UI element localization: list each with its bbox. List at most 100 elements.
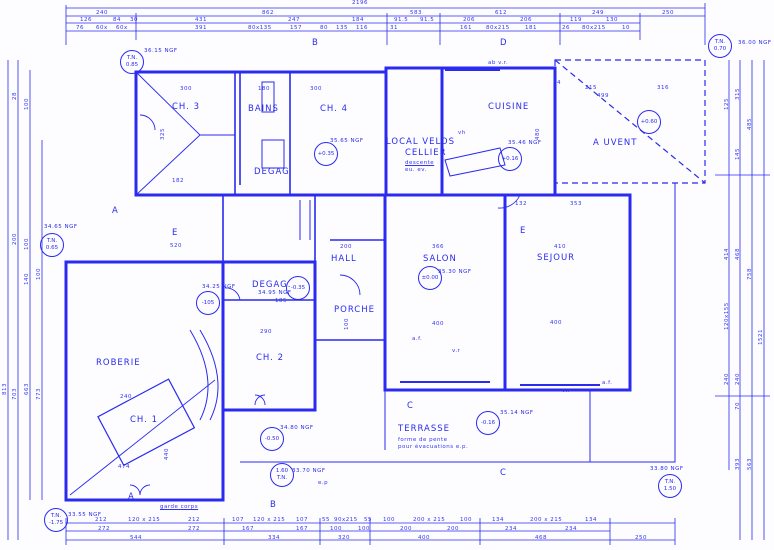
af-label: a.f.: [602, 380, 613, 386]
dim: 100: [460, 517, 472, 523]
level-top: T.N.: [126, 55, 138, 61]
dim: 184: [352, 17, 364, 23]
room-ch4: CH. 4: [320, 104, 348, 114]
dim: 200: [400, 526, 412, 532]
dim: 583: [410, 10, 422, 16]
ngf-label: 35.30 NGF: [438, 269, 472, 275]
dim: 200: [340, 244, 352, 250]
section-mark-e-right: E: [520, 226, 527, 236]
room-salon: SALON: [423, 254, 457, 264]
roof-lines: [69, 71, 235, 496]
dim: 391: [195, 25, 207, 31]
dim: 80x215: [582, 25, 606, 31]
ngf-label: 33.80 NGF: [650, 466, 684, 472]
ngf-label: 36.00 NGF: [738, 40, 772, 46]
room-roberie: ROBERIE: [96, 358, 141, 368]
level-marker: -105: [196, 291, 220, 315]
vr-label: v.r: [452, 348, 461, 354]
dim: 663: [24, 383, 30, 395]
bottom-dimension-lines: [65, 518, 676, 545]
dim: 90x215: [334, 517, 358, 523]
dim: 185: [275, 298, 287, 304]
dim: 100: [24, 238, 30, 250]
dim: 84: [113, 17, 121, 23]
ngf-label: 35.14 NGF: [500, 410, 534, 416]
dim: 400: [418, 535, 430, 541]
level-top: T.N.: [46, 238, 58, 244]
dim: 60x: [96, 25, 108, 31]
section-mark-b: B: [312, 38, 319, 48]
level-marker: ±0.00: [418, 266, 442, 290]
level-marker: T.N.1.50: [658, 474, 682, 498]
dim: 325: [160, 128, 166, 140]
dim: 91.5: [394, 17, 409, 23]
dim: 393: [735, 458, 741, 470]
dim: 272: [188, 526, 200, 532]
dim: 34: [553, 80, 561, 86]
section-mark-d: D: [500, 38, 508, 48]
dim: 100: [383, 517, 395, 523]
dim: 120 x 215: [128, 517, 161, 523]
dim: 134: [585, 517, 597, 523]
dim: 140: [24, 273, 30, 285]
dim: 240: [735, 373, 741, 385]
dim: 410: [554, 244, 566, 250]
dim: 612: [495, 10, 507, 16]
dim: 30: [130, 17, 138, 23]
room-sejour: SEJOUR: [537, 253, 576, 263]
level-marker: +0.35: [314, 142, 338, 166]
dim: 400: [432, 321, 444, 327]
auvent-outline: [554, 59, 706, 184]
ngf-label: 34.95 NGF: [258, 290, 292, 296]
section-mark-a: A: [112, 206, 119, 216]
dim: 126: [80, 17, 92, 23]
room-ch3: CH. 3: [172, 102, 200, 112]
garde-corps-note: garde corps: [160, 504, 199, 510]
dim: 234: [505, 526, 517, 532]
dim: 91.5: [420, 17, 435, 23]
vh-label: vh: [458, 130, 466, 136]
room-degag-upper: DEGAG: [254, 167, 290, 177]
level-bottom: 0.85: [125, 62, 139, 68]
ngf-label: 35.46 NGF: [508, 140, 542, 146]
level-marker: +0.60: [637, 110, 661, 134]
dim: 474: [118, 464, 130, 470]
dim: 107: [232, 517, 244, 523]
dim: 414: [724, 248, 730, 260]
level-bottom: T.N.: [276, 475, 288, 481]
dim: 167: [296, 526, 308, 532]
dim: 758: [747, 268, 753, 280]
level-marker: -0.50: [260, 427, 284, 451]
stairs: [189, 200, 311, 421]
dim: 240: [96, 10, 108, 16]
level-bottom: -1.75: [48, 520, 64, 526]
ch1-bed: [97, 378, 196, 467]
dim: 145: [735, 148, 741, 160]
dim: 440: [164, 448, 170, 460]
terrasse-note-line2: pour évacuations e.p.: [398, 444, 469, 450]
dim: 234: [565, 526, 577, 532]
level-top: T.N.: [714, 39, 726, 45]
dim: 135: [336, 25, 348, 31]
kitchen-counter: [261, 81, 506, 177]
dim: 272: [98, 526, 110, 532]
dim: 120 x 215: [253, 517, 286, 523]
section-mark-e: E: [172, 228, 179, 238]
walls: [64, 66, 632, 502]
level-top: T.N.: [664, 479, 676, 485]
dim: 431: [195, 17, 207, 23]
dim: 468: [535, 535, 547, 541]
dim: 1521: [758, 329, 764, 345]
dim: 100: [344, 318, 350, 330]
level-bottom: 1.50: [663, 486, 677, 492]
dim: 206: [463, 17, 475, 23]
dim: 300: [180, 86, 192, 92]
descente-note: descente: [405, 160, 435, 166]
windows: [400, 69, 600, 386]
dim: 206: [520, 17, 532, 23]
dim: 316: [657, 85, 669, 91]
dim: 247: [288, 17, 300, 23]
level-bottom: -0.35: [290, 284, 306, 291]
dim: 240: [724, 373, 730, 385]
level-bottom: +0.60: [640, 118, 658, 125]
